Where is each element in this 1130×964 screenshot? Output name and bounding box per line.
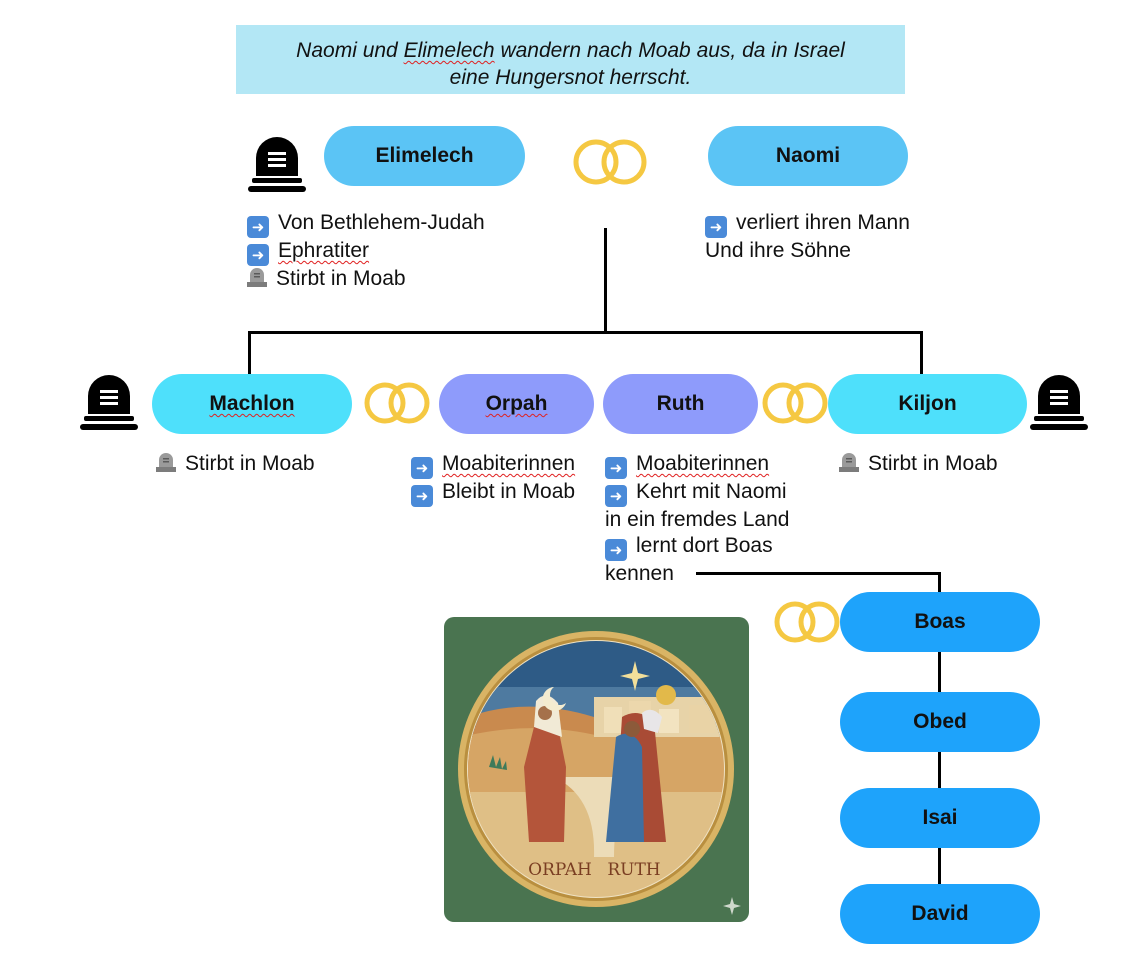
sparkle-icon [723, 897, 741, 915]
arrow-right-icon: ➜ [247, 216, 269, 238]
headstone-emoji-icon [156, 453, 176, 472]
wedding-rings-icon [774, 601, 840, 643]
naomi-notes: ➜verliert ihren Mann Und ihre Söhne [705, 211, 910, 262]
headstone-emoji-icon [839, 453, 859, 472]
wedding-rings-icon [364, 382, 430, 424]
intro-banner: Naomi und Elimelech wandern nach Moab au… [236, 25, 905, 94]
banner-line-2: eine Hungersnot herrscht. [449, 66, 692, 89]
person-name: Boas [914, 610, 966, 633]
person-name: David [911, 902, 969, 925]
person-name: Orpah [485, 392, 548, 415]
connector-line [920, 331, 923, 375]
person-ruth[interactable]: Ruth [603, 374, 758, 434]
machlon-notes: Stirbt in Moab [156, 451, 315, 477]
person-kiljon[interactable]: Kiljon [828, 374, 1027, 434]
person-obed[interactable]: Obed [840, 692, 1040, 752]
headstone-emoji-icon [247, 268, 267, 287]
arrow-right-icon: ➜ [247, 244, 269, 266]
connector-line [696, 572, 941, 575]
arrow-right-icon: ➜ [605, 485, 627, 507]
connector-line [604, 228, 607, 332]
connector-line [938, 750, 941, 790]
gravestone-icon [80, 375, 138, 430]
connector-line [248, 331, 923, 334]
arrow-right-icon: ➜ [605, 457, 627, 479]
connector-line [938, 846, 941, 886]
illustration-label-ruth: RUTH [607, 860, 660, 880]
arrow-right-icon: ➜ [411, 457, 433, 479]
person-david[interactable]: David [840, 884, 1040, 944]
connector-line [248, 331, 251, 375]
ruth-notes: ➜Moabiterinnen ➜Kehrt mit Naomi in ein f… [605, 452, 790, 585]
orpah-notes: ➜Moabiterinnen ➜Bleibt in Moab [411, 451, 575, 507]
arrow-right-icon: ➜ [605, 539, 627, 561]
connector-line [938, 572, 941, 594]
person-name: Obed [913, 710, 967, 733]
connector-line [938, 650, 941, 694]
arrow-right-icon: ➜ [411, 485, 433, 507]
person-name: Ruth [656, 392, 705, 415]
gravestone-icon [248, 137, 306, 192]
banner-elimelech: Elimelech [403, 39, 495, 62]
person-name: Machlon [209, 392, 295, 415]
person-machlon[interactable]: Machlon [152, 374, 352, 434]
person-elimelech[interactable]: Elimelech [324, 126, 525, 186]
ruth-orpah-illustration[interactable]: ORPAH RUTH [444, 617, 749, 922]
wedding-rings-icon [762, 382, 828, 424]
person-name: Isai [922, 806, 958, 829]
illustration-label-orpah: ORPAH [528, 860, 592, 880]
banner-text: Naomi und [296, 39, 404, 62]
person-orpah[interactable]: Orpah [439, 374, 594, 434]
kiljon-notes: Stirbt in Moab [839, 451, 998, 477]
person-naomi[interactable]: Naomi [708, 126, 908, 186]
gravestone-icon [1030, 375, 1088, 430]
person-name: Kiljon [898, 392, 957, 415]
person-name: Naomi [775, 144, 841, 167]
arrow-right-icon: ➜ [705, 216, 727, 238]
person-boas[interactable]: Boas [840, 592, 1040, 652]
banner-text-cont: wandern nach Moab aus, da in Israel [494, 39, 845, 62]
elimelech-notes: ➜Von Bethlehem-Judah ➜Ephratiter Stirbt … [247, 210, 485, 292]
wedding-rings-icon [573, 139, 647, 185]
person-isai[interactable]: Isai [840, 788, 1040, 848]
person-name: Elimelech [375, 144, 474, 167]
